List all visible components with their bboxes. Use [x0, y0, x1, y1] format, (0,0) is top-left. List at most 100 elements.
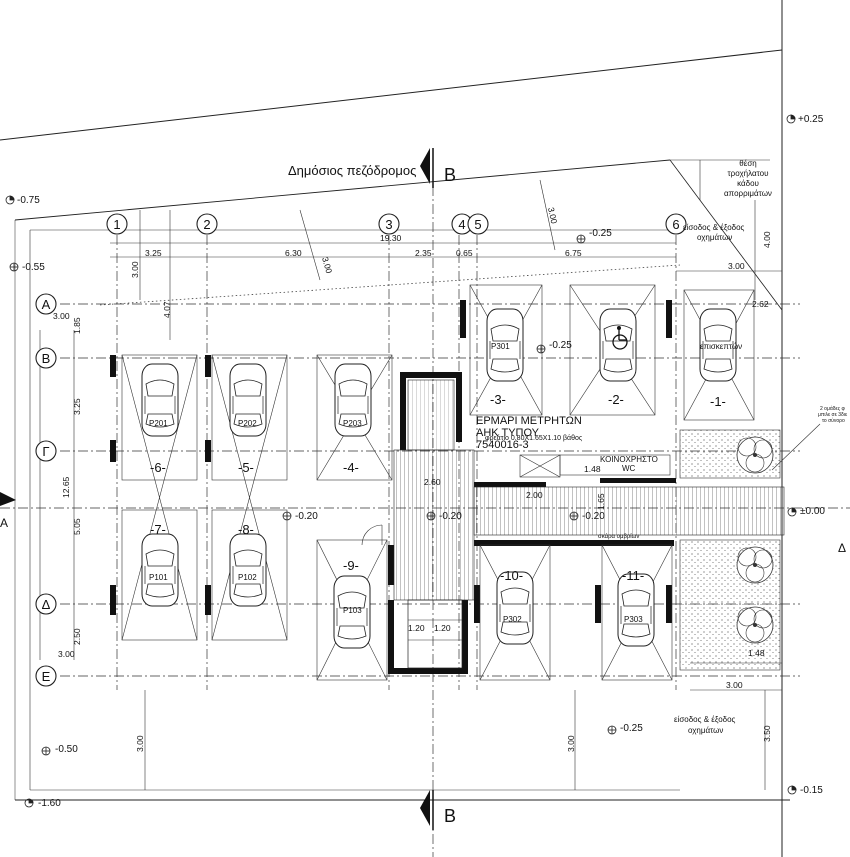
bay-number: -10-: [500, 568, 523, 583]
dimension-label: 4.07: [162, 301, 172, 318]
bay-number: -6-: [150, 460, 166, 475]
bay-number: -5-: [238, 460, 254, 475]
meters-line: 7540016-3: [476, 439, 529, 451]
section-marker-bottom: [420, 790, 434, 830]
note-line: μπιλε σε 3διε: [818, 412, 848, 418]
entrance-bottom-line: είσοδος & έξοδος: [674, 715, 736, 724]
dimension-label: 6.75: [565, 248, 582, 258]
note-line: το σύνορο: [822, 417, 845, 424]
dimension-label: 3.00: [58, 649, 75, 659]
street-label: Δημόσιος πεζόδρομος: [288, 163, 416, 178]
common-wc-line: WC: [622, 464, 636, 473]
level-label: -0.20: [582, 511, 605, 522]
bay-number: -7-: [150, 522, 166, 537]
bay-code: P102: [238, 573, 257, 582]
dimension-label: 3.00: [546, 206, 559, 225]
dimension-label: 1.20: [408, 623, 425, 633]
bay-code: P301: [491, 342, 510, 351]
level-label: -0.15: [800, 785, 823, 796]
dimension-label: 1.48: [748, 648, 765, 658]
entrance-top-line: οχημάτων: [697, 233, 732, 242]
bay-code: P303: [624, 615, 643, 624]
grid-col-label: 2: [203, 217, 210, 232]
bay-number: -8-: [238, 522, 254, 537]
dimension-label: 2.00: [526, 490, 543, 500]
level-label: -0.25: [549, 340, 572, 351]
section-letter-top: B: [444, 165, 456, 185]
entrance-top-line: είσοδος & έξοδος: [683, 223, 745, 232]
dimension-label: 5.05: [72, 518, 82, 535]
grid-row-label: Ε: [42, 669, 51, 684]
bay-code: P101: [149, 573, 168, 582]
meters-line: ΕΡΜΑΡΙ ΜΕΤΡΗΤΩΝ: [476, 415, 582, 427]
wheelchair-icon: [612, 326, 628, 350]
grid-col-label: 3: [385, 217, 392, 232]
bin-location-line: θέση: [739, 159, 756, 168]
dimension-label: 0.65: [456, 248, 473, 258]
bay-number: -2-: [608, 392, 624, 407]
meters-line: ΑΗΚ ΤΥΠΟΥ: [476, 427, 540, 439]
level-label: -0.20: [295, 511, 318, 522]
grid-col-label: 5: [474, 217, 481, 232]
grid-row-label: Α: [42, 297, 51, 312]
section-marker-top: [420, 148, 434, 188]
dimension-label: 12.65: [61, 476, 71, 498]
bay-number: -9-: [343, 558, 359, 573]
annotations: θέση τροχήλατου κάδου απορριμάτων είσοδο…: [0, 159, 848, 735]
note-line: 2 ομάδες φ: [820, 405, 846, 412]
dimension-label: 2.50: [72, 628, 82, 645]
section-arrow-left: [0, 492, 16, 506]
visitors-label: επισκεπτών: [700, 342, 742, 351]
dimension-label: 3.00: [566, 735, 576, 752]
site-boundary: [0, 0, 790, 857]
well-label: φρεάτιο 0.80X1.65X1.10 βάθος: [485, 434, 583, 442]
parking-labels: -1- -2- -3- P301 -4- P203 -5- P202 -6- P…: [149, 342, 726, 624]
bay-number: -11-: [622, 568, 644, 583]
bin-location-line: κάδου: [737, 179, 759, 188]
bay-number: -4-: [343, 460, 359, 475]
level-labels: +0.25 -0.75 -0.55 -0.25 -0.25 -0.20 -0.2…: [17, 114, 825, 809]
bay-code: P202: [238, 419, 257, 428]
common-wc-line: ΚΟΙΝΟΧΡΗΣΤΟ: [600, 455, 658, 464]
level-markers: [5, 114, 797, 808]
dimension-label: 3.00: [320, 256, 334, 275]
dimension-label: 1.48: [584, 464, 601, 474]
level-label: -0.50: [55, 744, 78, 755]
building-walls: [110, 300, 676, 674]
dimension-label: 3.25: [145, 248, 162, 258]
grid-col-label: 1: [113, 217, 120, 232]
bay-number: -1-: [710, 394, 726, 409]
dimension-label: 2.35: [415, 248, 432, 258]
bin-location-line: απορριμάτων: [724, 189, 772, 198]
level-label: -0.55: [22, 262, 45, 273]
edge-letter: Α: [0, 516, 8, 530]
parking-bays: [121, 284, 755, 681]
dimension-label: 3.00: [726, 680, 743, 690]
dimension-label: 3.50: [762, 725, 772, 742]
dimension-label: 2.60: [424, 477, 441, 487]
level-label: -0.25: [589, 228, 612, 239]
level-label: -0.25: [620, 723, 643, 734]
grid-row-label: Γ: [42, 444, 49, 459]
dimension-label: 2.62: [752, 299, 769, 309]
bin-zone-label: σκάρα ομβρίων: [598, 533, 639, 540]
level-label: -1.60: [38, 798, 61, 809]
dimension-label: 1.85: [72, 317, 82, 334]
section-letter-bottom: B: [444, 806, 456, 826]
grid-bubbles: [35, 213, 687, 687]
dimension-label: 3.00: [130, 261, 140, 278]
grid-row-label: Δ: [42, 597, 51, 612]
dimension-label: 4.00: [762, 231, 772, 248]
bay-code: P103: [343, 606, 362, 615]
grid-col-label: 6: [672, 217, 679, 232]
bay-code: P302: [503, 615, 522, 624]
grid-col-label: 4: [458, 217, 465, 232]
dimension-label: 19.30: [380, 233, 402, 243]
level-label: -0.75: [17, 195, 40, 206]
dimension-label: 3.00: [135, 735, 145, 752]
dimension-label: 3.00: [53, 311, 70, 321]
level-label: ±0.00: [800, 506, 825, 517]
dimension-label: 3.00: [728, 261, 745, 271]
edge-letter: Δ: [838, 541, 846, 555]
